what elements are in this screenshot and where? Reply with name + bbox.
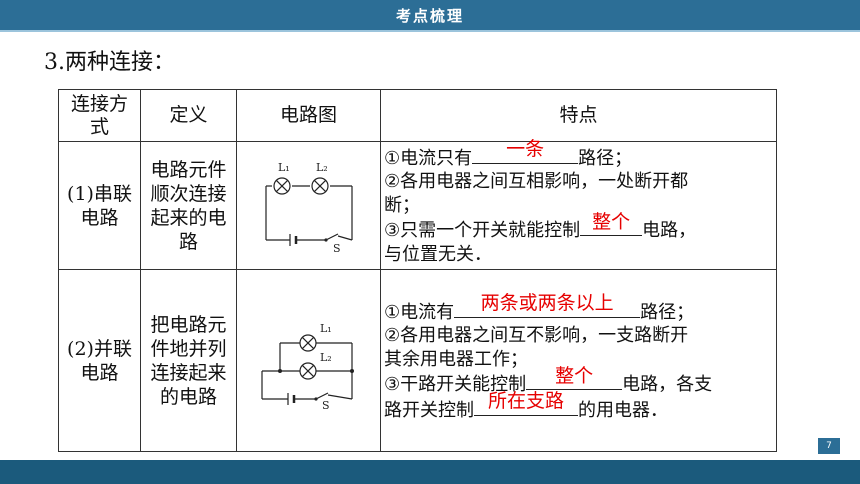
footer-bar [0,460,860,484]
lamp-label: L₂ [316,161,328,174]
switch-icon [313,396,318,401]
table-row: (2)并联 电路 把电路元件地并列连接起来的电路 [58,269,777,452]
table-row: (1)串联 电路 电路元件顺次连接起来的电路 [58,138,777,270]
bulb-icon [298,361,317,380]
series-circuit-diagram: L₁ L₂ S [236,141,381,270]
answer-blank: 两条或两条以上 [454,292,641,318]
header-diagram: 电路图 [236,89,381,142]
lamp-label: L₁ [320,322,332,335]
comparison-table: 连接方式 定义 电路图 特点 (1)串联 电路 电路元件顺次连接起来的电路 [58,89,777,452]
bulb-icon [272,176,291,195]
switch-label: S [322,399,330,409]
header-title: 考点梳理 [395,6,464,25]
header-definition: 定义 [140,89,237,142]
series-type-cell: (1)串联 电路 [58,141,141,270]
series-features: ①电流只有一条路径； ②各用电器之间互相影响，一处断开都 断； ③只需一个开关就… [380,138,777,270]
switch-icon [323,237,328,242]
battery-icon [286,392,295,405]
header-connection-type: 连接方式 [58,89,141,142]
parallel-type-cell: (2)并联 电路 [58,269,141,452]
table-header-row: 连接方式 定义 电路图 特点 [58,89,777,142]
lamp-label: L₁ [278,161,290,174]
series-circuit-svg: L₁ L₂ S [264,161,353,255]
answer-blank: 一条 [472,138,579,164]
parallel-definition: 把电路元件地并列连接起来的电路 [140,269,237,452]
answer-blank: 整个 [526,365,623,391]
switch-label: S [333,242,341,252]
page-number: 7 [818,438,840,454]
section-heading: 3.两种连接： [44,50,175,75]
series-definition: 电路元件顺次连接起来的电路 [140,141,237,270]
battery-icon [288,233,297,246]
parallel-circuit-diagram: L₁ L₂ S [236,269,381,452]
header-features: 特点 [380,89,777,142]
lamp-label: L₂ [320,351,332,364]
bulb-icon [310,176,329,195]
header-bar: 考点梳理 [0,0,860,32]
parallel-circuit-svg: L₁ L₂ S [260,322,354,412]
answer-blank: 整个 [580,211,643,237]
answer-blank: 所在支路 [474,390,578,416]
parallel-features: ①电流有两条或两条以上路径； ②各用电器之间互不影响，一支路断开 其余用电器工作… [380,269,777,452]
bulb-icon [298,333,317,352]
